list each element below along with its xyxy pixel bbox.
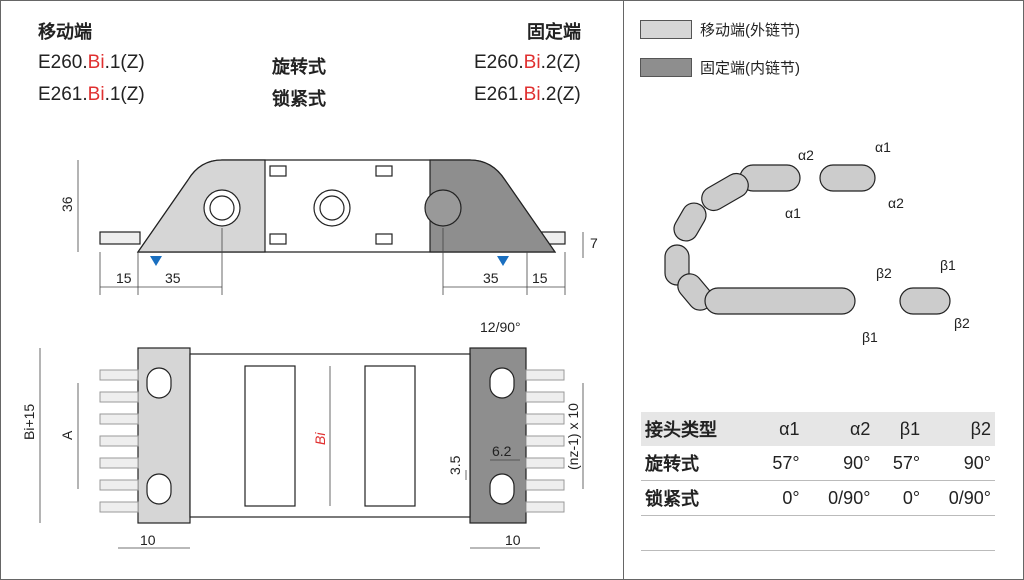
dim-right-len: 35: [483, 270, 499, 286]
legend-swatch-light: [640, 20, 692, 39]
type-locking: 锁紧式: [272, 89, 326, 109]
marker-left-icon: [150, 256, 162, 266]
top-view-drawing: 12/90° Bi+15 A Bi (nz-1) x 10 3.5 6.2 10…: [21, 319, 584, 549]
angle-b2: β2: [954, 315, 970, 331]
header-cell: α2: [803, 412, 875, 446]
header-cell: β2: [924, 412, 995, 446]
cell: 0/90°: [948, 487, 991, 508]
cell: 57°: [772, 452, 800, 473]
dim-right-offset: 15: [532, 270, 548, 286]
cell: 0/90°: [828, 487, 871, 508]
cell: 0°: [902, 487, 921, 508]
dim-width: Bi+15: [21, 404, 37, 440]
angle-b1: β1: [862, 329, 878, 345]
legend-swatch-dark: [640, 58, 692, 77]
angle-a1: α1: [785, 205, 801, 221]
legend-moving: 移动端(外链节): [640, 19, 800, 40]
dim-pin: 7: [590, 235, 598, 251]
cell: 0°: [782, 487, 800, 508]
dim-angle: 12/90°: [480, 319, 521, 335]
moving-code-2: E261.Bi.1(Z): [38, 84, 145, 105]
dim-a: A: [59, 430, 75, 440]
angle-table: 接头类型 α1 α2 β1 β2 旋转式 57° 90° 57° 90° 锁紧式…: [641, 412, 995, 551]
moving-end-title: 移动端: [38, 22, 92, 42]
header-cell: β1: [874, 412, 925, 446]
angle-a1: α1: [875, 139, 891, 155]
angle-b2: β2: [876, 265, 892, 281]
legend-label: 固定端(内链节): [700, 60, 800, 77]
dim-left-len: 35: [165, 270, 181, 286]
dim-height: 36: [59, 196, 75, 212]
chain-angle-diagram: α2 α1 α1 α2 β2 β1 β1 β2: [664, 139, 970, 345]
cell: 57°: [892, 452, 921, 473]
angle-b1: β1: [940, 257, 956, 273]
table-row: 锁紧式 0° 0/90° 0° 0/90°: [641, 481, 995, 516]
cell: 锁紧式: [645, 489, 699, 509]
moving-code-1: E260.Bi.1(Z): [38, 52, 145, 73]
cell: 旋转式: [645, 454, 699, 474]
table-row-empty: [641, 516, 995, 551]
side-view-drawing: 36 15 35 35 15 7: [59, 159, 598, 295]
header-cell: 接头类型: [641, 412, 754, 446]
legend-label: 移动端(外链节): [700, 22, 800, 39]
legend-fixed: 固定端(内链节): [640, 57, 800, 78]
header-cell: α1: [753, 412, 804, 446]
table-header-row: 接头类型 α1 α2 β1 β2: [641, 412, 995, 446]
dim-6-2: 6.2: [492, 443, 512, 459]
dim-pitch: (nz-1) x 10: [565, 403, 581, 470]
fixed-code-2: E261.Bi.2(Z): [474, 84, 581, 105]
dim-3-5: 3.5: [447, 455, 463, 475]
dim-left-offset: 15: [116, 270, 132, 286]
table-row: 旋转式 57° 90° 57° 90°: [641, 446, 995, 481]
dim-right-10: 10: [505, 532, 521, 548]
dim-left-10: 10: [140, 532, 156, 548]
fixed-code-1: E260.Bi.2(Z): [474, 52, 581, 73]
divider: [623, 0, 624, 580]
fixed-end-title: 固定端: [527, 22, 581, 42]
angle-a2: α2: [888, 195, 904, 211]
dim-bi: Bi: [312, 432, 328, 445]
angle-a2: α2: [798, 147, 814, 163]
marker-right-icon: [497, 256, 509, 266]
cell: 90°: [843, 452, 871, 473]
type-rotary: 旋转式: [272, 57, 326, 77]
cell: 90°: [963, 452, 991, 473]
